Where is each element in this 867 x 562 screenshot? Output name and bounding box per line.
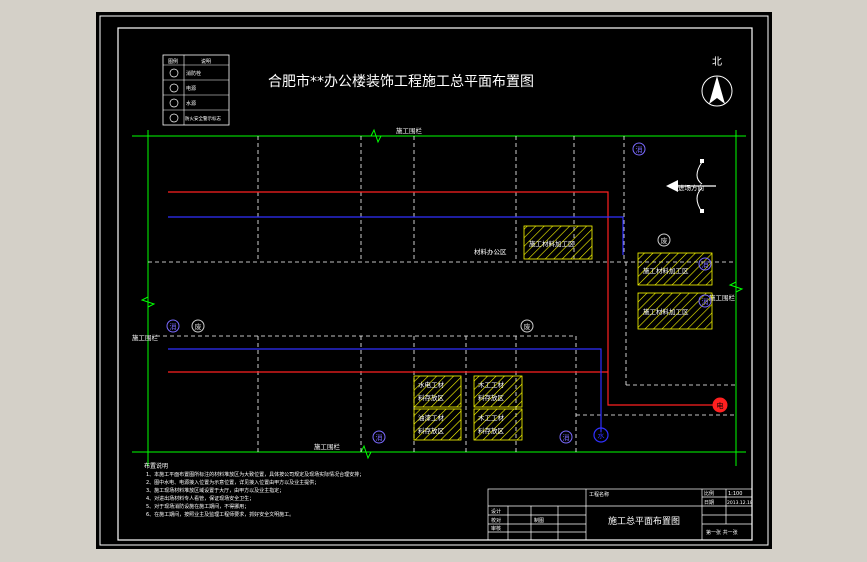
note-item: 2、图中水电、电源接入位置为示意位置，详见接入位置由甲方以及业主提供； xyxy=(146,479,319,486)
legend-header-symbol: 图例 xyxy=(168,58,178,65)
site-plan-drawing: 合肥市**办公楼装饰工程施工总平面布置图 北 图例 说明 xyxy=(99,15,769,546)
entrance-label: 进场方向 xyxy=(678,183,704,192)
legend-row-label: 防火安全警示标志 xyxy=(185,115,221,122)
site-zone-3-label: 料存放区 xyxy=(478,393,505,402)
tb-check-label: 校对 xyxy=(491,517,501,524)
tb-date-value: 2013.12.18 xyxy=(727,500,753,506)
storage-zones xyxy=(413,225,713,441)
legend-row-label: 电源 xyxy=(186,85,196,92)
note-item: 3、施工现场材料堆放区域设置于大厅，由甲方以及业主指定； xyxy=(146,487,284,494)
fire-hydrant-icon: 消 xyxy=(559,430,573,444)
power-line xyxy=(168,191,714,406)
boundary-label-right: 施工围栏 xyxy=(709,293,736,302)
tb-scale-label: 比例 xyxy=(704,490,714,497)
svg-text:水: 水 xyxy=(598,431,605,440)
site-zone-2 xyxy=(413,408,462,441)
fire-hydrant-icon: 消 xyxy=(698,257,712,271)
store-zone-c-label: 施工材料加工区 xyxy=(643,307,689,316)
site-zone-3-label: 木工工材 xyxy=(478,380,505,389)
waste-bin-icon: 废 xyxy=(520,319,534,333)
store-zone-b-label: 施工材料加工区 xyxy=(643,266,689,275)
tb-approve-label: 审核 xyxy=(491,525,501,532)
boundary-label-left: 施工围栏 xyxy=(132,333,159,342)
waste-bin-icon: 废 xyxy=(191,319,205,333)
tb-drawn-label: 制图 xyxy=(534,517,544,524)
waste-bin-icon: 废 xyxy=(657,233,671,247)
north-arrow-icon: 北 xyxy=(701,56,733,107)
site-boundary xyxy=(132,128,746,466)
material-area-label: 材料办公区 xyxy=(474,247,507,256)
north-label: 北 xyxy=(712,56,722,68)
site-zone-2-label: 油漆工材 xyxy=(418,413,445,422)
svg-text:废: 废 xyxy=(524,322,531,331)
site-zone-1-label: 料存放区 xyxy=(418,393,445,402)
note-item: 4、对进出场材料专人看管，保证现场安全卫生； xyxy=(146,495,254,502)
legend-header-desc: 说明 xyxy=(201,58,211,65)
site-zone-2-label: 料存放区 xyxy=(418,426,445,435)
outer-border xyxy=(99,15,769,546)
svg-text:消: 消 xyxy=(170,322,177,331)
svg-text:消: 消 xyxy=(376,433,383,442)
svg-text:消: 消 xyxy=(636,145,643,154)
water-source-icon: 水 xyxy=(593,427,609,443)
note-item: 6、在施工期间，按照业主及监理工程师要求，抓好安全文明施工。 xyxy=(146,511,294,518)
site-zone-3 xyxy=(473,375,523,408)
svg-text:消: 消 xyxy=(563,433,570,442)
notes-block: 布置说明 1、本施工平面布置图所标注的材料堆放区为大致位置，具体按公司规定及现场… xyxy=(144,462,364,518)
legend-water-icon xyxy=(169,98,179,108)
notes-heading: 布置说明 xyxy=(144,462,168,470)
svg-text:废: 废 xyxy=(661,236,668,245)
site-zone-1-label: 水电工材 xyxy=(418,380,445,389)
water-line xyxy=(168,216,624,432)
legend-warning-icon xyxy=(169,113,179,123)
boundary-label-top: 施工围栏 xyxy=(396,126,423,135)
legend-row-label: 消防栓 xyxy=(186,70,201,77)
fire-hydrant-icon: 消 xyxy=(166,319,180,333)
legend-hydrant-icon xyxy=(169,68,179,78)
tb-design-label: 设计 xyxy=(491,508,501,515)
legend-row-label: 水源 xyxy=(186,100,196,107)
svg-text:消: 消 xyxy=(702,260,709,269)
drawing-title: 合肥市**办公楼装饰工程施工总平面布置图 xyxy=(268,73,534,90)
fire-hydrant-icon: 消 xyxy=(372,430,386,444)
svg-text:电: 电 xyxy=(717,401,724,410)
note-item: 1、本施工平面布置图所标注的材料堆放区为大致位置，具体按公司规定及现场实际情况合… xyxy=(146,471,364,478)
power-source-icon: 电 xyxy=(712,397,728,413)
store-zone-a xyxy=(523,225,593,260)
fire-hydrant-icon: 消 xyxy=(632,142,646,156)
drawing-sheet: 合肥市**办公楼装饰工程施工总平面布置图 北 图例 说明 xyxy=(96,12,772,549)
store-zone-b xyxy=(637,252,713,286)
site-zone-4 xyxy=(473,408,523,441)
svg-text:消: 消 xyxy=(702,297,709,306)
title-block xyxy=(487,488,753,541)
entrance-direction-icon: 进场方向 xyxy=(666,159,716,213)
tb-sheet-number: 第一张 共一张 xyxy=(706,529,738,536)
tb-sheet-title: 施工总平面布置图 xyxy=(608,515,680,527)
legend-power-icon xyxy=(169,83,179,93)
fire-hydrant-icon: 消 xyxy=(698,294,712,308)
tb-scale-value: 1:100 xyxy=(728,491,742,497)
site-zone-1 xyxy=(413,375,462,408)
svg-text:废: 废 xyxy=(195,322,202,331)
legend-table: 图例 说明 消防栓 电源 水源 防火安全警示标志 xyxy=(162,54,230,126)
tb-date-label: 日期 xyxy=(704,500,714,506)
note-item: 5、对于现场消防设施在施工期间，不得挪用； xyxy=(146,503,249,510)
tb-project-label: 工程名称 xyxy=(589,491,609,498)
site-zone-4-label: 木工工材 xyxy=(478,413,505,422)
store-zone-a-label: 施工材料加工区 xyxy=(529,239,575,248)
boundary-label-bottom: 施工围栏 xyxy=(314,442,341,451)
site-zone-4-label: 料存放区 xyxy=(478,426,505,435)
inner-border xyxy=(117,27,753,541)
